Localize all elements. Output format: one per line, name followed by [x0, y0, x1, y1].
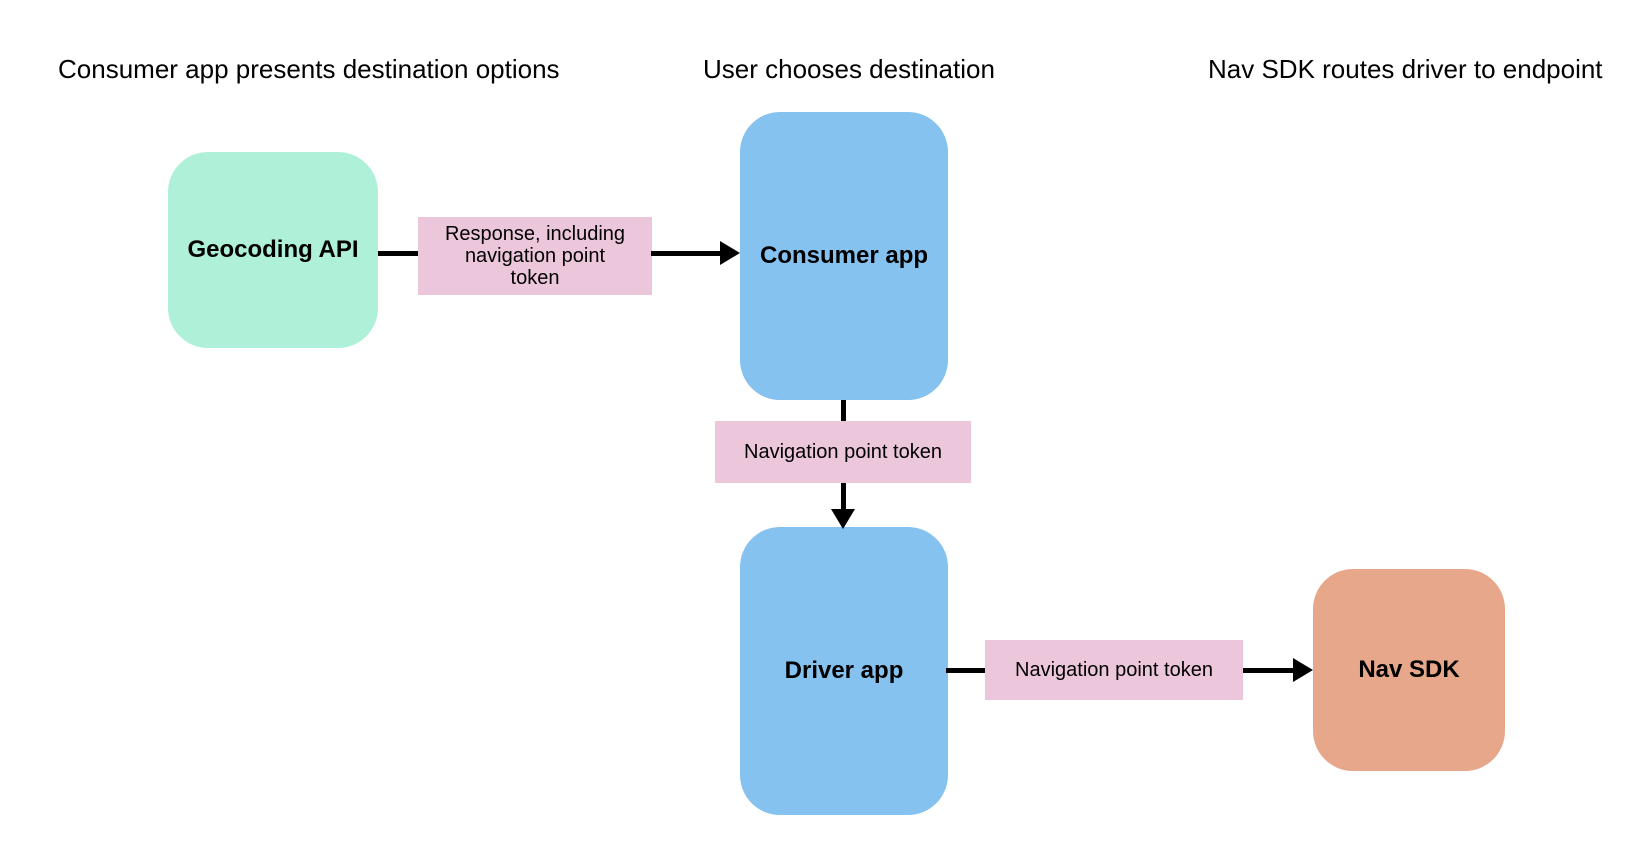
- lane-header-consumer-presents-options: Consumer app presents destination option…: [58, 54, 560, 84]
- node-driver-app: Driver app: [740, 527, 948, 815]
- node-consumer-app: Consumer app: [740, 112, 948, 400]
- node-nav-sdk: Nav SDK: [1313, 569, 1505, 771]
- edge-label-navigation-point-token-right: Navigation point token: [985, 640, 1243, 700]
- connector-response-label-to-consumer: [651, 251, 722, 256]
- connector-consumer-to-token-label: [841, 400, 846, 421]
- node-driver-app-label: Driver app: [784, 657, 904, 684]
- arrowhead-right-icon: [1293, 658, 1313, 682]
- edge-label-token-down-text: Navigation point token: [744, 441, 942, 463]
- lane-header-user-chooses-destination: User chooses destination: [703, 54, 995, 84]
- node-nav-sdk-label: Nav SDK: [1358, 656, 1460, 683]
- edge-label-response-text: Response, including navigation point tok…: [444, 223, 626, 289]
- edge-label-token-right-text: Navigation point token: [1015, 659, 1213, 681]
- connector-geocoding-to-response-label: [378, 251, 418, 256]
- lane-header-nav-sdk-routes-driver: Nav SDK routes driver to endpoint: [1208, 54, 1603, 84]
- connector-driver-to-token-label: [946, 668, 985, 673]
- node-geocoding-api: Geocoding API: [168, 152, 378, 348]
- node-geocoding-api-label: Geocoding API: [187, 236, 359, 263]
- node-consumer-app-label: Consumer app: [759, 242, 929, 269]
- connector-token-label-to-driver: [841, 483, 846, 509]
- arrowhead-right-icon: [720, 241, 740, 265]
- connector-token-label-to-navsdk: [1243, 668, 1293, 673]
- edge-label-navigation-point-token-down: Navigation point token: [715, 421, 971, 483]
- edge-label-response-including-navigation-point-token: Response, including navigation point tok…: [418, 217, 652, 295]
- arrowhead-down-icon: [831, 509, 855, 529]
